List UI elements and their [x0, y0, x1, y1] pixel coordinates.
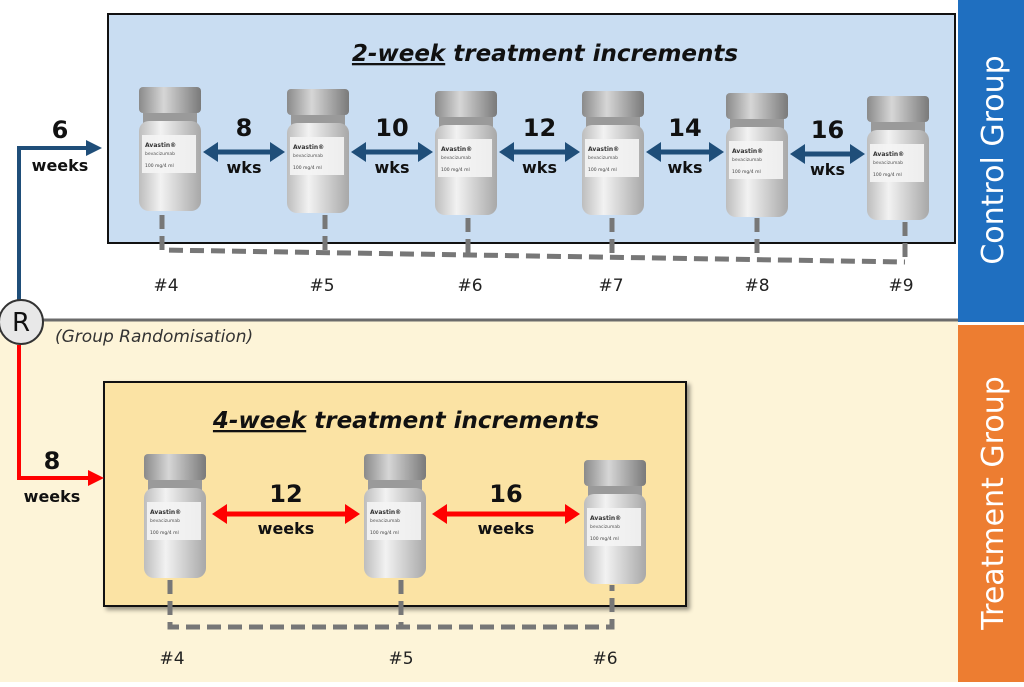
interval-value: 12 [269, 480, 302, 508]
vial-generic: bevacizumab [732, 157, 762, 163]
avastin-vial-icon: Avastin® bevacizumab 100 mg/4 ml [364, 454, 426, 578]
vial-dose: 100 mg/4 ml [873, 172, 902, 178]
interval-unit: wks [810, 160, 845, 179]
vial-generic: bevacizumab [370, 518, 400, 524]
vial-generic: bevacizumab [590, 524, 620, 530]
control-title: 2-week treatment increments [352, 41, 738, 67]
interval-value: 10 [375, 114, 408, 142]
vial-dose: 100 mg/4 ml [732, 169, 761, 175]
interval-value: 14 [668, 114, 701, 142]
randomisation-symbol: R [12, 308, 30, 338]
control-interval-arrow [351, 142, 433, 162]
visit-number: #4 [159, 649, 184, 669]
vial-brand: Avastin® [732, 148, 763, 155]
visit-number: #7 [598, 276, 623, 296]
avastin-vial-icon: Avastin® bevacizumab 100 mg/4 ml [435, 91, 497, 215]
vial-dose: 100 mg/4 ml [441, 167, 470, 173]
interval-unit: wks [668, 158, 703, 177]
treatment-interval-arrow [432, 504, 580, 524]
interval-unit: wks [522, 158, 557, 177]
vial-generic: bevacizumab [441, 155, 471, 161]
treatment-start-unit: weeks [24, 487, 81, 506]
vial-dose: 100 mg/4 ml [588, 167, 617, 173]
arrowhead [86, 140, 102, 156]
vial-dose: 100 mg/4 ml [370, 530, 399, 536]
treatment-group-bar [958, 325, 1024, 682]
control-interval-arrow [499, 142, 580, 162]
interval-value: 16 [489, 480, 522, 508]
control-group-label: Control Group [976, 55, 1011, 264]
avastin-vial-icon: Avastin® bevacizumab 100 mg/4 ml [582, 91, 644, 215]
vial-generic: bevacizumab [293, 153, 323, 159]
vial-generic: bevacizumab [145, 151, 175, 157]
visit-number: #6 [457, 276, 482, 296]
vial-brand: Avastin® [441, 146, 472, 153]
vial-brand: Avastin® [588, 146, 619, 153]
avastin-vial-icon: Avastin® bevacizumab 100 mg/4 ml [726, 93, 788, 217]
interval-unit: weeks [478, 519, 535, 538]
vial-dose: 100 mg/4 ml [150, 530, 179, 536]
vial-brand: Avastin® [370, 509, 401, 516]
control-interval-arrow [790, 144, 865, 164]
visit-number: #5 [388, 649, 413, 669]
vial-generic: bevacizumab [873, 160, 903, 166]
treatment-visit-connector [167, 580, 615, 630]
treatment-interval-arrow [212, 504, 360, 524]
vial-generic: bevacizumab [588, 155, 618, 161]
control-visit-connector [159, 215, 908, 265]
vial-dose: 100 mg/4 ml [590, 536, 619, 542]
treatment-title: 4-week treatment increments [212, 408, 599, 434]
vial-generic: bevacizumab [150, 518, 180, 524]
visit-number: #8 [744, 276, 769, 296]
vial-dose: 100 mg/4 ml [145, 163, 174, 169]
visit-number: #6 [592, 649, 617, 669]
randomisation-node [0, 299, 44, 345]
vial-brand: Avastin® [145, 142, 176, 149]
control-group-bar [958, 0, 1024, 322]
treatment-path-arrow [17, 345, 90, 480]
control-box [107, 13, 956, 244]
interval-value: 8 [236, 114, 253, 142]
interval-value: 12 [523, 114, 556, 142]
vial-brand: Avastin® [590, 515, 621, 522]
vial-brand: Avastin® [150, 509, 181, 516]
avastin-vial-icon: Avastin® bevacizumab 100 mg/4 ml [139, 87, 201, 211]
avastin-vial-icon: Avastin® bevacizumab 100 mg/4 ml [584, 460, 646, 584]
vial-brand: Avastin® [873, 151, 904, 158]
control-interval-arrow [203, 142, 285, 162]
interval-unit: weeks [258, 519, 315, 538]
control-start-unit: weeks [32, 156, 89, 175]
vial-dose: 100 mg/4 ml [293, 165, 322, 171]
randomisation-label: (Group Randomisation) [55, 327, 253, 347]
avastin-vial-icon: Avastin® bevacizumab 100 mg/4 ml [867, 96, 929, 220]
interval-unit: wks [375, 158, 410, 177]
avastin-vial-icon: Avastin® bevacizumab 100 mg/4 ml [144, 454, 206, 578]
treatment-start-value: 8 [44, 447, 61, 475]
control-interval-arrow [646, 142, 724, 162]
visit-number: #4 [153, 276, 178, 296]
arrowhead [88, 470, 104, 486]
interval-value: 16 [811, 116, 844, 144]
control-path-arrow [17, 146, 88, 300]
treatment-group-label: Treatment Group [976, 376, 1011, 631]
visit-number: #5 [309, 276, 334, 296]
control-start-value: 6 [52, 116, 69, 144]
avastin-vial-icon: Avastin® bevacizumab 100 mg/4 ml [287, 89, 349, 213]
vial-brand: Avastin® [293, 144, 324, 151]
visit-number: #9 [888, 276, 913, 296]
interval-unit: wks [227, 158, 262, 177]
